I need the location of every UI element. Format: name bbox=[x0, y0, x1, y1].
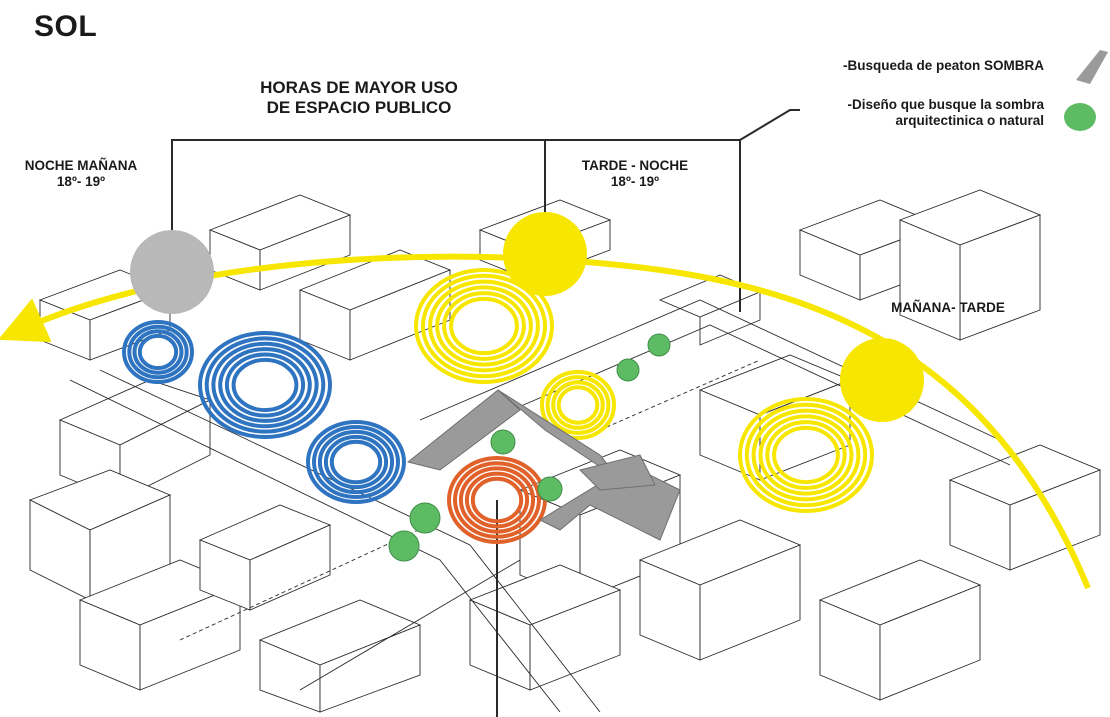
blue-ring-group bbox=[122, 320, 194, 384]
ring bbox=[435, 285, 533, 367]
ring bbox=[551, 380, 605, 430]
ring bbox=[122, 320, 194, 384]
ring bbox=[738, 397, 874, 513]
afternoon-night-name: TARDE - NOCHE bbox=[581, 158, 689, 173]
ring bbox=[224, 352, 306, 418]
tree-icon bbox=[388, 530, 420, 562]
ring bbox=[772, 425, 840, 485]
hours-label-line1: HORAS DE MAYOR USO bbox=[260, 78, 458, 97]
ring bbox=[744, 402, 868, 508]
green-tree-icon bbox=[1064, 103, 1096, 131]
page-title: SOL bbox=[34, 10, 98, 43]
hours-label: HORAS DE MAYOR USO DE ESPACIO PUBLICO bbox=[214, 78, 504, 117]
hours-label-line2: DE ESPACIO PUBLICO bbox=[266, 97, 452, 117]
tree-icon bbox=[616, 358, 640, 382]
ring bbox=[317, 429, 395, 495]
night-morning-name: NOCHE MAÑANA bbox=[24, 158, 138, 173]
ring bbox=[758, 414, 854, 496]
ring bbox=[540, 370, 616, 440]
afternoon-night-label: TARDE - NOCHE 18º- 19º bbox=[560, 158, 710, 189]
sun-position-morning bbox=[840, 338, 924, 422]
ring bbox=[458, 466, 536, 534]
tree-icon bbox=[537, 476, 563, 502]
ring bbox=[231, 357, 299, 413]
ring bbox=[428, 279, 540, 373]
ring bbox=[765, 420, 847, 490]
sun-position-midday bbox=[503, 212, 587, 296]
ring bbox=[545, 375, 611, 435]
yellow-ring-group bbox=[738, 397, 874, 513]
tree-icon bbox=[647, 333, 671, 357]
ring bbox=[306, 420, 406, 504]
ring bbox=[198, 331, 332, 439]
ring bbox=[132, 329, 184, 375]
tree-icon bbox=[409, 502, 441, 534]
ring bbox=[751, 408, 861, 502]
morning-afternoon-label: MAÑANA- TARDE bbox=[891, 300, 1005, 315]
ring bbox=[421, 273, 547, 379]
legend-design-line1: -Diseño que busque la sombra bbox=[847, 97, 1044, 112]
legend-design: -Diseño que busque la sombra arquitectin… bbox=[794, 97, 1044, 128]
ring bbox=[137, 333, 179, 371]
blue-ring-group bbox=[198, 331, 332, 439]
ring bbox=[127, 324, 189, 380]
legend-shade-search: -Busqueda de peaton SOMBRA bbox=[842, 58, 1044, 73]
ring bbox=[312, 425, 400, 499]
shade-search-icon bbox=[1076, 50, 1108, 84]
tree-icon bbox=[490, 429, 516, 455]
yellow-ring-group bbox=[414, 268, 554, 384]
trees bbox=[388, 333, 671, 562]
night-morning-label: NOCHE MAÑANA 18º- 19º bbox=[6, 158, 156, 189]
shade-structure bbox=[406, 389, 681, 541]
ring bbox=[211, 341, 319, 429]
ring bbox=[414, 268, 554, 384]
legend-design-line2: arquitectinica o natural bbox=[895, 112, 1044, 128]
moon-position-gray bbox=[130, 230, 214, 314]
ring bbox=[329, 439, 383, 485]
blue-ring-group bbox=[306, 420, 406, 504]
afternoon-night-temp: 18º- 19º bbox=[610, 173, 660, 189]
ring bbox=[453, 461, 541, 539]
ring-groups bbox=[122, 268, 874, 544]
orange-ring-group bbox=[447, 456, 547, 544]
night-morning-temp: 18º- 19º bbox=[56, 173, 106, 189]
ring bbox=[470, 476, 524, 524]
ring bbox=[323, 434, 389, 490]
yellow-ring-group bbox=[540, 370, 616, 440]
ring bbox=[204, 336, 326, 434]
ring bbox=[464, 471, 530, 529]
ring bbox=[442, 291, 526, 361]
ring bbox=[449, 296, 519, 356]
ring bbox=[218, 347, 312, 423]
ring bbox=[556, 385, 600, 425]
